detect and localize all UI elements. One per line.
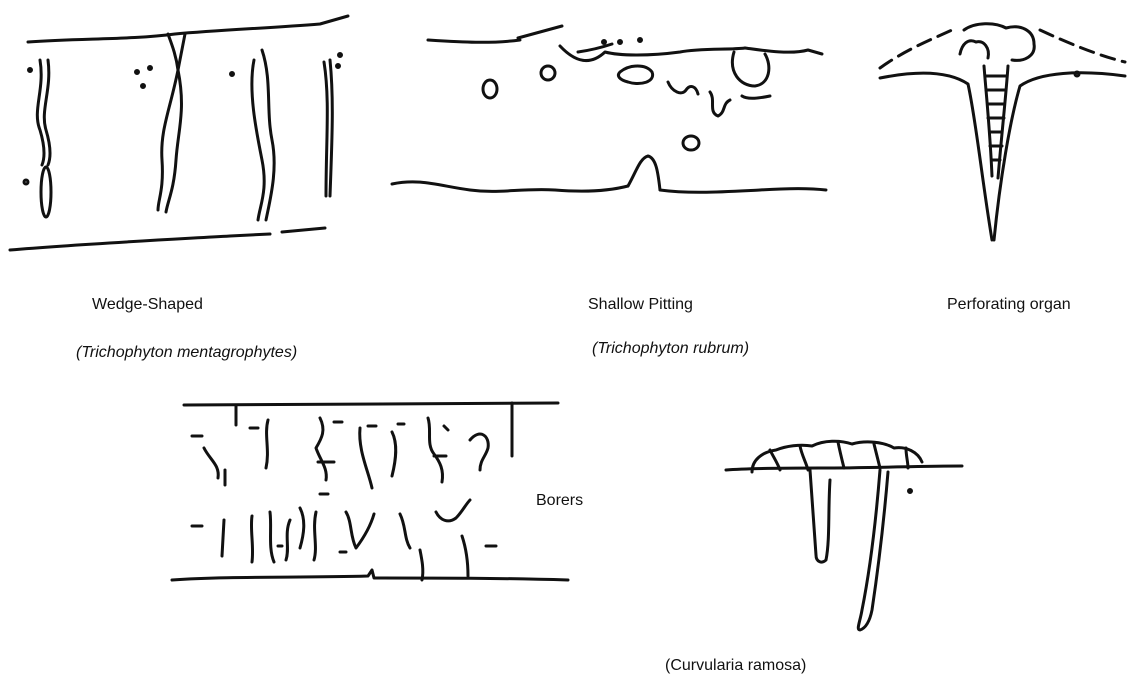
- wedge-shaped-drawing: [10, 16, 348, 250]
- label-trichophyton-mentagrophytes: (Trichophyton mentagrophytes): [76, 344, 297, 362]
- shallow-pitting-drawing: [392, 26, 826, 192]
- borers-drawing: [172, 403, 568, 580]
- label-shallow-pitting: Shallow Pitting: [588, 296, 693, 314]
- label-perforating-organ: Perforating organ: [947, 296, 1071, 314]
- label-curvularia-ramosa: (Curvularia ramosa): [665, 657, 806, 675]
- label-wedge-shaped: Wedge-Shaped: [92, 296, 203, 314]
- curvularia-ramosa-drawing: [726, 441, 962, 630]
- label-borers: Borers: [536, 492, 583, 510]
- label-trichophyton-rubrum: (Trichophyton rubrum): [592, 340, 749, 358]
- perforating-organ-drawing: [880, 24, 1125, 240]
